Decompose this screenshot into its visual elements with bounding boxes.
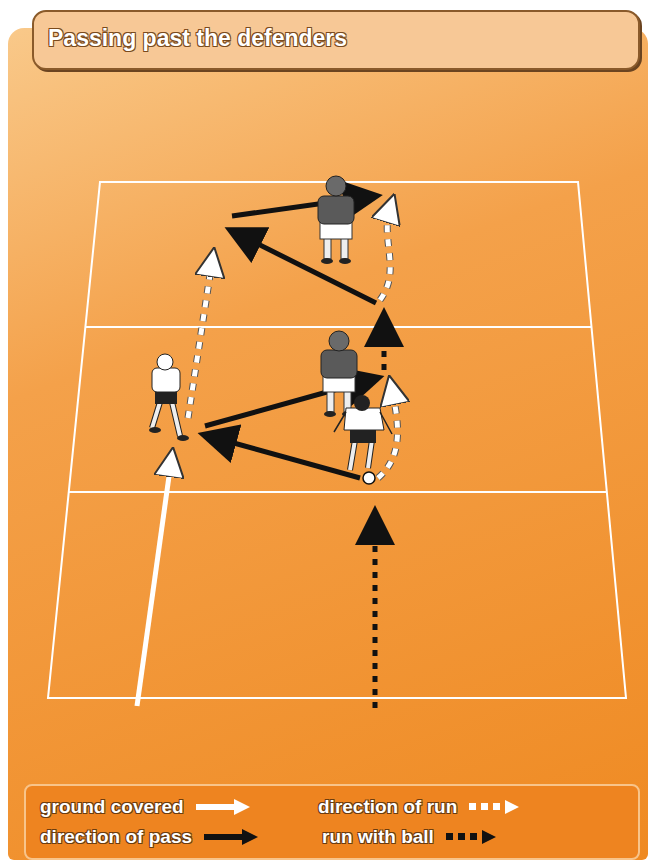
ground-covered-arrow: [137, 462, 171, 706]
run-arrow: [378, 390, 398, 478]
attacker-figure: [334, 395, 392, 484]
title-bar: Passing past the defenders: [32, 10, 640, 70]
run-arrows: [188, 208, 398, 478]
pass-arrow: [212, 437, 360, 478]
legend-text: direction of pass: [40, 826, 192, 848]
run-with-ball-arrow: [373, 520, 378, 708]
run-with-ball-arrow: [382, 322, 387, 370]
run-arrow: [188, 262, 212, 418]
legend-text: direction of run: [318, 796, 457, 818]
pitch-lines: [48, 182, 626, 698]
legend-sample: [467, 797, 527, 817]
legend-text: ground covered: [40, 796, 184, 818]
run-arrow-shadow: [380, 208, 390, 300]
defender-figure: [321, 331, 357, 417]
run-arrow-shadow: [188, 262, 212, 418]
run-arrow-shadow: [378, 390, 398, 478]
pass-arrow: [238, 234, 376, 303]
legend-sample: [202, 827, 262, 847]
diagram-title: Passing past the defenders: [48, 25, 347, 52]
defender-figure: [318, 176, 354, 264]
background-panel: [8, 28, 648, 860]
attacker-figure: [149, 354, 189, 441]
legend-sample: [194, 797, 254, 817]
legend-panel: [24, 784, 640, 860]
legend-text: run with ball: [322, 826, 434, 848]
legend-sample: [444, 827, 504, 847]
run-arrow: [380, 208, 390, 300]
ball: [363, 472, 375, 484]
